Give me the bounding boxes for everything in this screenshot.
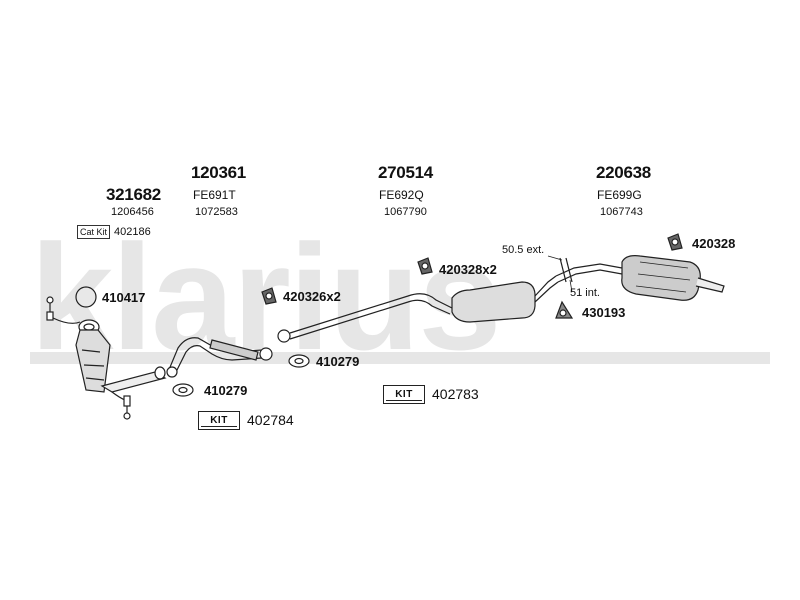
centre-silencer-icon: [451, 275, 559, 323]
cat-kit-number: 402186: [114, 226, 151, 238]
ref-321682: 1206456: [111, 206, 154, 218]
ref-270514: 1067790: [384, 206, 427, 218]
code-220638: FE699G: [597, 188, 642, 202]
dimension-ext: 50.5 ext.: [502, 244, 545, 256]
fitting-420328x2: 420328x2: [439, 262, 497, 277]
part-120361: 120361: [191, 163, 246, 182]
rear-silencer-icon: [621, 255, 725, 301]
fitting-410417: 410417: [102, 290, 146, 305]
mount-430193-icon: [555, 300, 574, 319]
fitting-410279-upper: 410279: [316, 354, 360, 369]
fitting-420328: 420328: [692, 236, 736, 251]
rubber-ring-icon: [75, 286, 97, 308]
gasket-lower-icon: [172, 383, 194, 397]
fitting-410279-lower: 410279: [204, 383, 248, 398]
kit-number-402783: 402783: [432, 386, 479, 402]
oxygen-sensor-upper-icon: [46, 296, 81, 324]
part-220638: 220638: [596, 163, 651, 182]
kit-number-402784: 402784: [247, 412, 294, 428]
fitting-430193: 430193: [582, 305, 626, 320]
kit-badge-402784: KIT: [198, 411, 240, 430]
hanger-420328x2-icon: [417, 257, 433, 275]
fitting-420326x2: 420326x2: [283, 289, 341, 304]
gasket-upper-icon: [288, 354, 310, 368]
part-321682: 321682: [106, 185, 161, 204]
ref-220638: 1067743: [600, 206, 643, 218]
hanger-420326-icon: [261, 287, 277, 305]
intermediate-pipe-icon: [166, 337, 273, 378]
kit-badge-402783: KIT: [383, 385, 425, 404]
catalytic-converter-icon: [75, 319, 111, 393]
centre-pipe-icon: [277, 293, 453, 343]
ref-120361: 1072583: [195, 206, 238, 218]
front-pipe-icon: [100, 366, 167, 393]
cat-kit-badge: Cat Kit: [77, 225, 111, 239]
dimension-int: 51 int.: [570, 287, 600, 299]
hanger-420328-icon: [667, 233, 683, 251]
rear-pipe-icon: [547, 255, 623, 293]
code-270514: FE692Q: [379, 188, 424, 202]
oxygen-sensor-lower-icon: [111, 391, 131, 420]
part-270514: 270514: [378, 163, 433, 182]
code-120361: FE691T: [193, 188, 236, 202]
